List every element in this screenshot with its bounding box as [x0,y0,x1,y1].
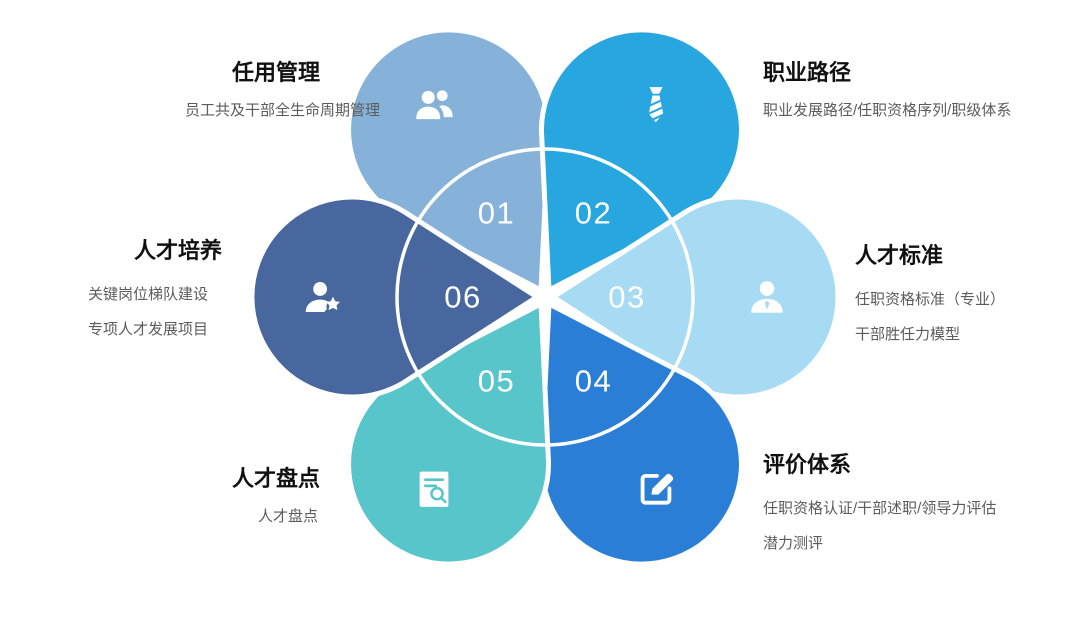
petal-number-05: 05 [478,364,515,399]
petal-desc: 任职资格认证/干部述职/领导力评估 [763,500,997,517]
label-block-talent-standard: 人才标准 任职资格标准（专业） 干部胜任力模型 [855,243,1005,359]
petal-number-03: 03 [608,280,645,315]
label-block-talent-review: 人才盘点 人才盘点 [232,466,320,541]
petal-title-career-path: 职业路径 [763,60,852,85]
petal-05 [346,301,552,567]
petal-number-06: 06 [444,280,481,315]
petal-desc: 干部胜任力模型 [855,326,961,343]
petal-desc: 职业发展路径/任职资格序列/职级体系 [763,102,1012,119]
petal-desc: 潜力测评 [763,535,824,552]
petal-desc: 任职资格标准（专业） [855,291,1006,308]
doc-search-icon [418,470,450,509]
petal-02 [538,27,744,293]
petal-title-appointment: 任用管理 [232,60,321,85]
petal-desc: 员工共及干部全生命周期管理 [185,102,381,119]
petal-desc: 人才盘点 [258,508,319,525]
petal-number-02: 02 [575,196,612,231]
petal-number-04: 04 [575,364,612,399]
petal-title-talent-review: 人才盘点 [232,466,321,491]
petal-desc: 关键岗位梯队建设 [88,286,209,303]
petal-03 [550,194,841,400]
petal-06 [249,194,540,400]
petal-title-talent-standard: 人才标准 [855,243,944,268]
petal-title-evaluation: 评价体系 [763,452,852,477]
petal-desc: 专项人才发展项目 [88,321,209,338]
label-block-evaluation: 评价体系 任职资格认证/干部述职/领导力评估 潜力测评 [763,452,996,568]
label-block-talent-development: 人才培养 关键岗位梯队建设 专项人才发展项目 [88,238,222,354]
center-ring [395,147,695,447]
petal-number-01: 01 [478,196,515,231]
petal-04 [538,301,744,567]
petal-title-talent-development: 人才培养 [134,238,223,263]
petal-01 [346,27,552,293]
label-block-career-path: 职业路径 职业发展路径/任职资格序列/职级体系 [763,60,1011,135]
label-block-appointment: 任用管理 员工共及干部全生命周期管理 [185,60,380,135]
